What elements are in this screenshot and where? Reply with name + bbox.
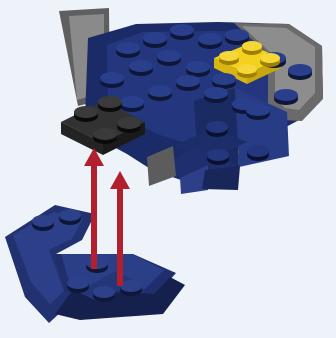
stud-top-9 [212,73,236,89]
stud-top-9-top [212,73,236,85]
stud-lower-3 [93,286,115,302]
stud-dark-gray-1-top [98,96,122,108]
stud-top-5 [100,72,124,88]
stud-top-17-top [274,89,298,101]
stud-top-0-top [116,42,140,54]
stud-top-11 [148,85,172,101]
stud-top-5-top [100,72,124,84]
stud-top-13 [204,87,228,103]
stud-top-11-top [148,85,172,97]
stud-side-1 [207,149,229,165]
stud-side-2-top [247,145,269,157]
stud-dark-gray-3 [117,117,141,133]
stud-yellow-0 [219,51,239,65]
stud-top-8-top [186,61,210,73]
stud-yellow-1 [242,41,262,55]
stud-lower-1 [59,209,81,225]
stud-yellow-3-top [260,53,280,63]
stud-dark-gray-0-top [74,106,98,118]
stud-lower-5 [67,277,89,293]
stud-top-6-top [129,60,153,72]
stud-top-17 [274,89,298,105]
stud-top-0 [116,42,140,58]
stud-yellow-0-top [219,51,239,61]
stud-lower-5-top [67,277,89,289]
stud-top-7-top [157,50,181,62]
stud-lower-0 [32,215,54,231]
stud-top-8 [186,61,210,77]
stud-dark-gray-0 [74,106,98,122]
stud-top-6 [129,60,153,76]
stud-yellow-2-top [237,64,257,74]
stud-top-1-top [143,32,167,44]
stud-lower-4-top [120,280,142,292]
stud-top-18-top [246,104,270,116]
stud-top-2-top [170,24,194,36]
stud-top-3-top [198,33,222,45]
stud-side-2 [247,145,269,161]
stud-side-0 [206,121,228,137]
stud-top-4-top [225,29,249,41]
stud-top-13-top [204,87,228,99]
stud-dark-gray-2-top [93,128,117,140]
stud-top-3 [198,33,222,49]
stud-lower-1-top [59,209,81,221]
stud-lower-4 [120,280,142,296]
stud-top-2 [170,24,194,40]
stud-top-7 [157,50,181,66]
stud-side-0-top [206,121,228,133]
stud-yellow-2 [237,64,257,78]
stud-yellow-3 [260,53,280,67]
stud-top-1 [143,32,167,48]
stud-top-10-top [120,96,144,108]
stud-side-1-top [207,149,229,161]
stud-dark-gray-1 [98,96,122,112]
stud-lower-3-top [93,286,115,298]
stud-yellow-1-top [242,41,262,51]
stud-top-12 [176,75,200,91]
stud-top-18 [246,104,270,120]
stud-lower-0-top [32,215,54,227]
stud-dark-gray-3-top [117,117,141,129]
stud-top-10 [120,96,144,112]
stud-top-12-top [176,75,200,87]
stud-top-16 [288,64,312,80]
stud-top-16-top [288,64,312,76]
stud-dark-gray-2 [93,128,117,144]
